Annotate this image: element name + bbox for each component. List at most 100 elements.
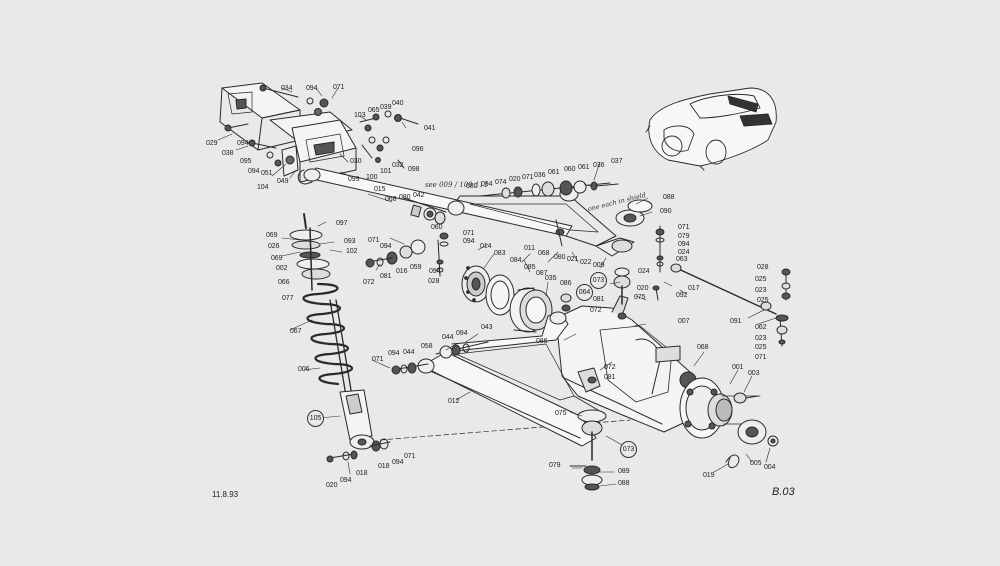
part-label-065: 065	[368, 107, 380, 114]
part-label-079: 079	[549, 462, 561, 469]
part-label-061: 061	[548, 169, 560, 176]
part-label-098: 098	[408, 166, 420, 173]
part-label-081: 081	[380, 273, 392, 280]
part-label-071: 071	[368, 237, 380, 244]
part-label-092: 092	[676, 292, 688, 299]
part-label-079: 079	[678, 233, 690, 240]
part-label-093: 093	[344, 238, 356, 245]
part-label-073-circled: 073	[620, 441, 637, 458]
part-label-017: 017	[688, 285, 700, 292]
part-label-025: 025	[755, 344, 767, 351]
part-label-060: 060	[564, 166, 576, 173]
upper-bushings	[365, 180, 619, 277]
part-label-037: 037	[611, 158, 623, 165]
part-label-044: 044	[403, 349, 415, 356]
part-label-025: 025	[757, 297, 769, 304]
part-label-012: 012	[448, 398, 460, 405]
part-label-023: 023	[755, 287, 767, 294]
lower-wishbone	[391, 311, 607, 491]
part-label-091: 091	[730, 318, 742, 325]
part-label-080: 080	[399, 194, 411, 201]
part-label-071: 071	[333, 84, 345, 91]
part-label-041: 041	[424, 125, 436, 132]
part-label-096: 096	[412, 146, 424, 153]
part-label-102: 102	[346, 248, 358, 255]
part-label-032: 032	[392, 162, 404, 169]
part-label-068: 068	[385, 196, 397, 203]
part-label-014: 014	[480, 243, 492, 250]
part-label-083: 083	[494, 250, 506, 257]
part-label-101: 101	[380, 168, 392, 175]
part-label-006: 006	[298, 366, 310, 373]
part-label-016: 016	[396, 268, 408, 275]
part-label-071: 071	[404, 453, 416, 460]
leader-lines	[217, 87, 777, 487]
part-label-077: 077	[282, 295, 294, 302]
part-label-074: 074	[495, 179, 507, 186]
part-label-025: 025	[755, 276, 767, 283]
part-label-094: 094	[380, 243, 392, 250]
drawing-date: 11.8.93	[212, 490, 239, 499]
part-label-018: 018	[378, 463, 390, 470]
part-label-094: 094	[678, 241, 690, 248]
part-label-089: 089	[618, 468, 630, 475]
part-label-094: 094	[392, 459, 404, 466]
part-label-072: 072	[604, 364, 616, 371]
part-label-073-circled: 073	[590, 272, 607, 289]
part-label-064-circled: 064	[576, 284, 593, 301]
part-label-049: 049	[277, 178, 289, 185]
part-label-081: 081	[604, 374, 616, 381]
part-label-094: 094	[456, 330, 468, 337]
part-label-020: 020	[637, 285, 649, 292]
part-label-094: 094	[306, 85, 318, 92]
handwritten-note-ref: see 009 / 100 111	[425, 181, 489, 189]
part-label-028: 028	[428, 278, 440, 285]
part-label-040: 040	[392, 100, 404, 107]
part-label-021: 021	[567, 256, 579, 263]
part-label-072: 072	[363, 279, 375, 286]
part-label-071: 071	[755, 354, 767, 361]
part-label-020: 020	[509, 176, 521, 183]
part-label-085: 085	[524, 264, 536, 271]
upper-wishbone	[297, 167, 635, 257]
part-label-086: 086	[560, 280, 572, 287]
part-label-059: 059	[410, 264, 422, 271]
bracket-fasteners	[224, 84, 419, 169]
part-label-071: 071	[522, 174, 534, 181]
chassis-bracket	[219, 82, 357, 183]
car-location-thumbnail	[645, 87, 777, 171]
part-label-080: 080	[466, 183, 478, 190]
part-label-067: 067	[290, 328, 302, 335]
part-label-024: 024	[638, 268, 650, 275]
part-label-094: 094	[248, 168, 260, 175]
part-label-071: 071	[463, 230, 475, 237]
part-label-022: 022	[580, 259, 592, 266]
part-label-036: 036	[534, 172, 546, 179]
part-label-088: 088	[663, 194, 675, 201]
part-label-023: 023	[755, 335, 767, 342]
part-label-104: 104	[257, 184, 269, 191]
part-label-005: 005	[750, 460, 762, 467]
part-label-071: 071	[678, 224, 690, 231]
part-label-015: 015	[374, 186, 386, 193]
part-label-068: 068	[538, 250, 550, 257]
part-label-066: 066	[278, 279, 290, 286]
part-label-011: 011	[524, 245, 535, 252]
coilover-damper	[289, 213, 631, 463]
part-label-020: 020	[326, 482, 338, 489]
part-label-087: 087	[536, 270, 548, 277]
part-label-090: 090	[660, 208, 672, 215]
part-label-028: 028	[757, 264, 769, 271]
part-label-030: 030	[350, 158, 362, 165]
part-label-094: 094	[481, 181, 493, 188]
part-label-084: 084	[510, 257, 522, 264]
part-label-019: 019	[703, 472, 715, 479]
part-label-051: 051	[261, 170, 273, 177]
part-label-061: 061	[578, 164, 590, 171]
part-label-103: 103	[354, 112, 366, 119]
part-label-007: 007	[678, 318, 690, 325]
part-label-094: 094	[463, 238, 475, 245]
part-label-072: 072	[590, 307, 602, 314]
part-label-003: 003	[748, 370, 760, 377]
